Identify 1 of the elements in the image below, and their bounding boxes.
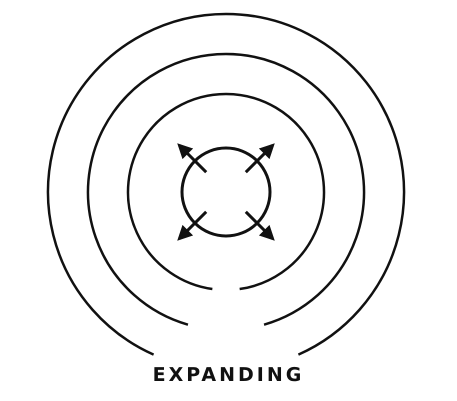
caption-text: EXPANDING	[152, 364, 304, 386]
